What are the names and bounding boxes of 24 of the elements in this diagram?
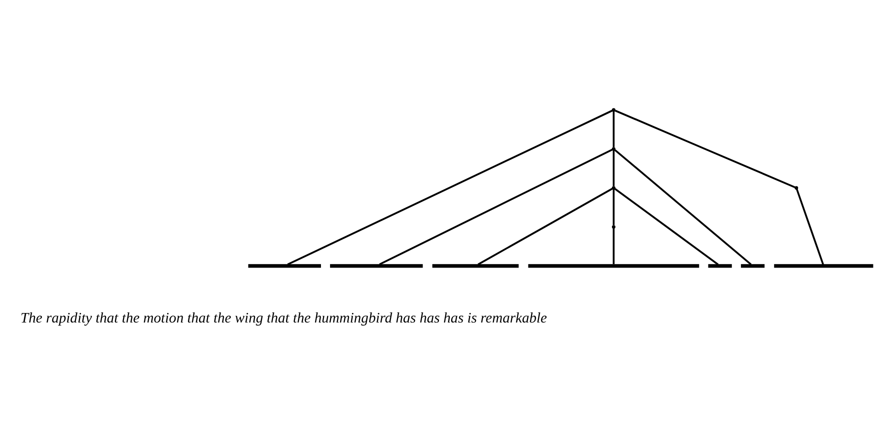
connector: [612, 188, 615, 225]
label: The rapidity that the motion that the wing that the hummingbird has has has is remarkable: [20, 310, 548, 326]
node-point: [794, 186, 798, 190]
node-bar: [740, 264, 765, 268]
connector: [796, 188, 824, 264]
node-point: [612, 186, 616, 190]
connector: [287, 109, 613, 265]
connector: [614, 188, 719, 265]
node-point: [612, 224, 616, 228]
node-bar: [330, 264, 423, 268]
node-point: [612, 146, 616, 150]
node-bar: [708, 264, 732, 268]
connector: [478, 187, 613, 265]
node-bar: [774, 264, 874, 268]
connector: [612, 228, 615, 264]
connector: [612, 150, 615, 186]
node-bar: [528, 264, 700, 268]
connector: [614, 148, 752, 265]
node-bar: [432, 264, 519, 268]
connector: [612, 110, 615, 147]
node-bar: [248, 264, 321, 268]
connector: [379, 148, 613, 265]
node-point: [612, 108, 616, 112]
connector: [614, 109, 796, 188]
